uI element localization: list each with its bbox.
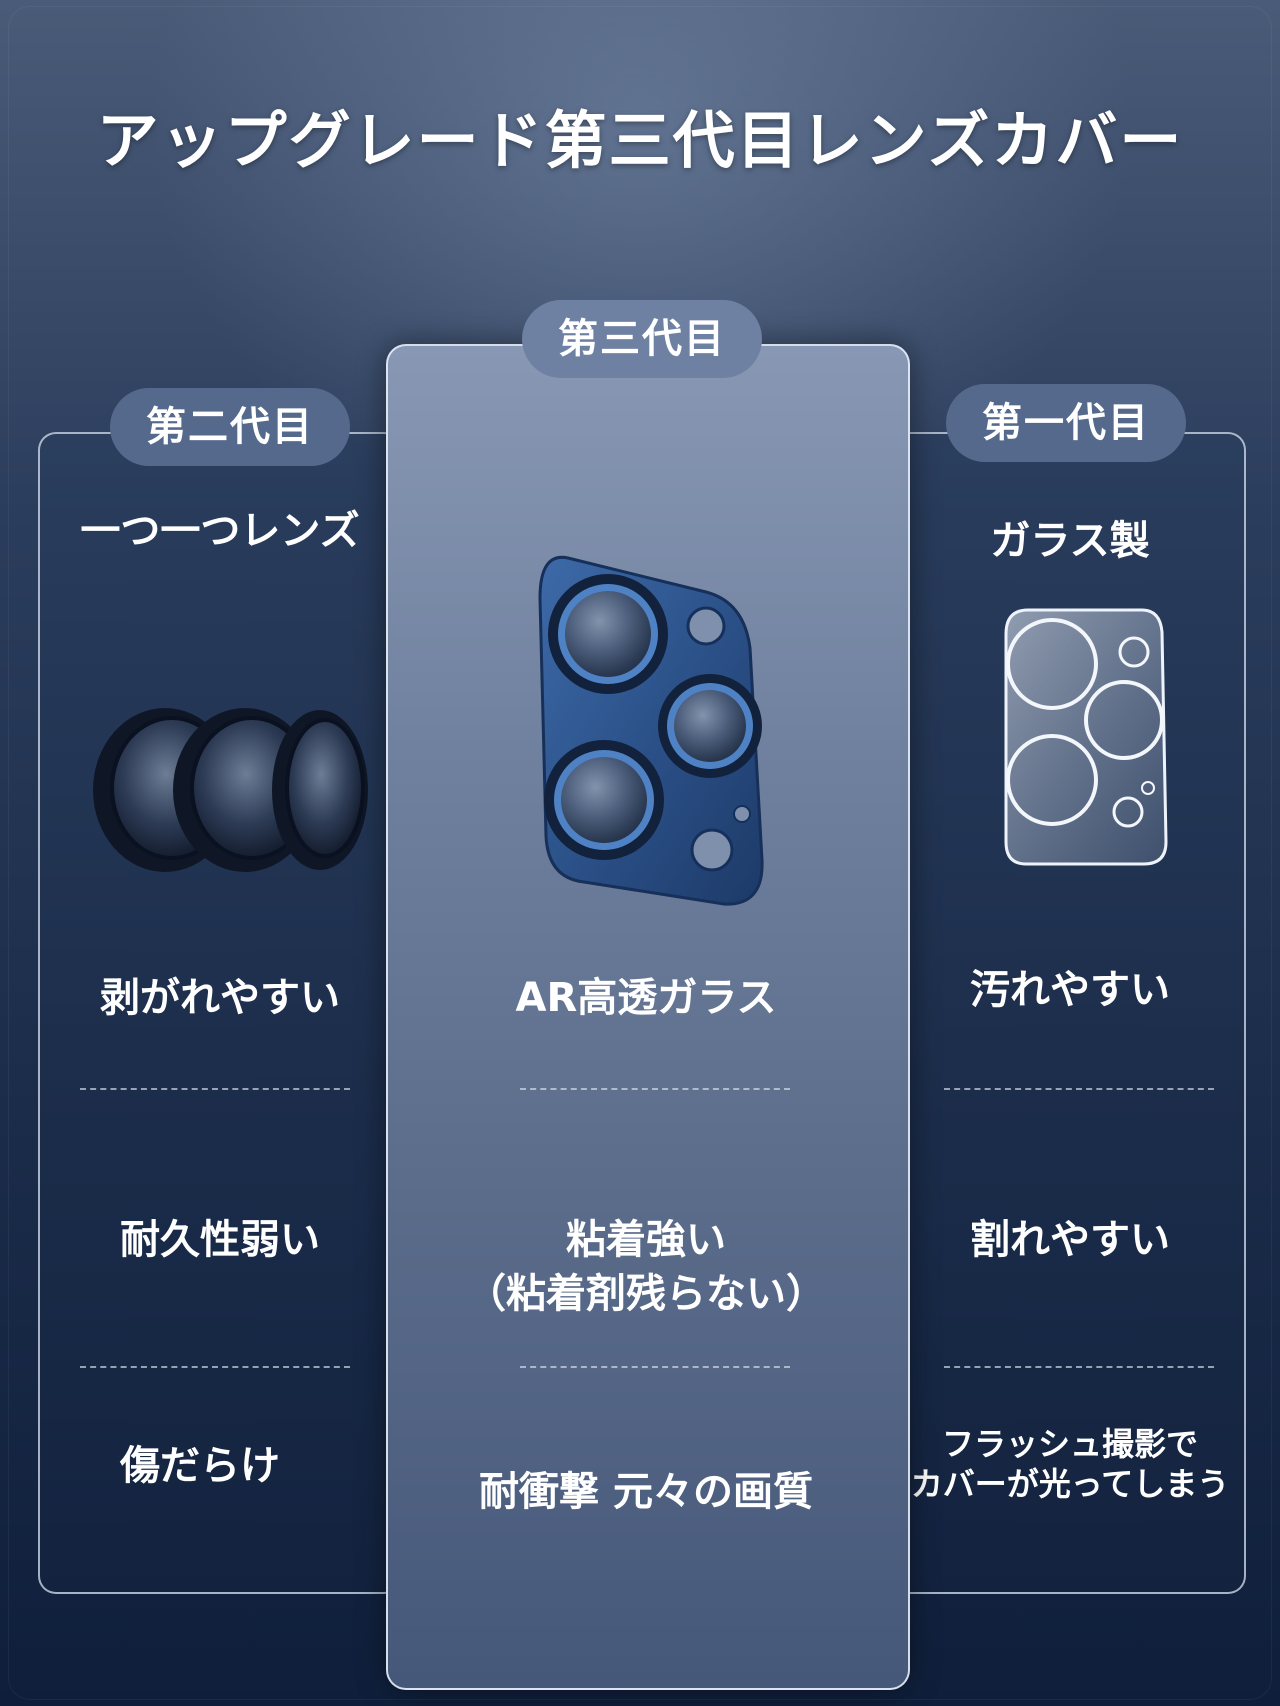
- generation-badge-third: 第三代目: [522, 300, 762, 378]
- subtitle-first-generation: ガラス製: [990, 518, 1150, 564]
- feature-third-1: AR高透ガラス: [515, 975, 777, 1021]
- feature-first-3b: カバーが光ってしまう: [910, 1465, 1230, 1503]
- feature-second-3: 傷だらけ: [120, 1443, 280, 1489]
- divider-third-1: [520, 1088, 790, 1090]
- metal-lens-protector-image: [538, 555, 764, 906]
- feature-second-2: 耐久性弱い: [120, 1217, 320, 1263]
- lens-ring-right: [658, 674, 762, 778]
- feature-second-1: 剥がれやすい: [100, 975, 340, 1021]
- glass-lens-cover-image: [1004, 608, 1168, 866]
- divider-third-2: [520, 1366, 790, 1368]
- divider-second-1: [80, 1088, 350, 1090]
- generation-badge-second: 第二代目: [110, 388, 350, 466]
- lens-ring-bottom: [544, 740, 664, 860]
- headline: アップグレード第三代目レンズカバー: [96, 104, 1184, 177]
- individual-lens-rings-image: [93, 708, 368, 872]
- panel-third-generation: [386, 344, 910, 1690]
- feature-first-2: 割れやすい: [970, 1217, 1170, 1263]
- feature-third-2a: 粘着強い: [566, 1217, 726, 1263]
- subtitle-second-generation: 一つ一つレンズ: [80, 508, 360, 554]
- feature-third-2b: （粘着剤残らない）: [466, 1271, 826, 1317]
- divider-first-2: [944, 1366, 1214, 1368]
- divider-first-1: [944, 1088, 1214, 1090]
- panel-second-generation: [38, 432, 402, 1594]
- feature-first-3a: フラッシュ撮影で: [941, 1425, 1198, 1463]
- feature-third-3: 耐衝撃 元々の画質: [479, 1469, 813, 1515]
- generation-badge-first: 第一代目: [946, 384, 1186, 462]
- divider-second-2: [80, 1366, 350, 1368]
- lens-ring-3: [272, 710, 368, 870]
- feature-first-1: 汚れやすい: [970, 967, 1170, 1013]
- lens-ring-top: [548, 574, 668, 694]
